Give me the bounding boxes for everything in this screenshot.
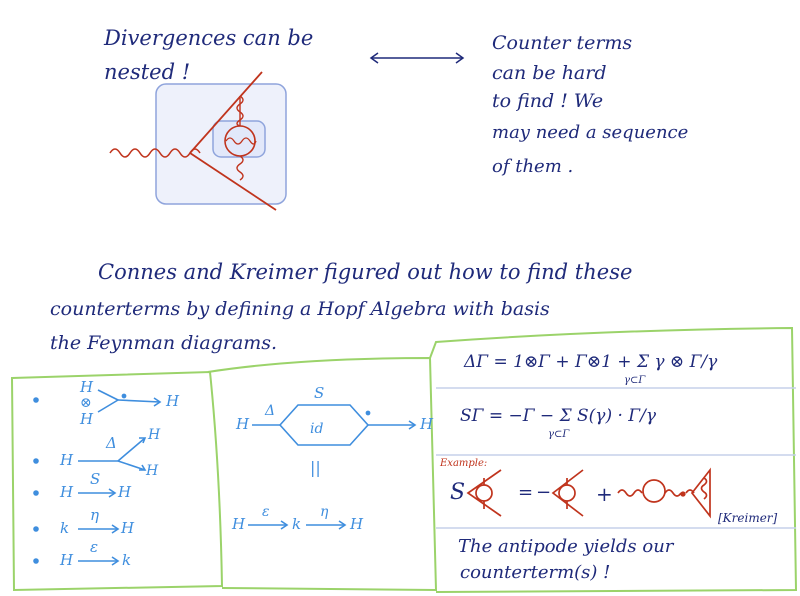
top-right-line-5: of them . [492,156,574,177]
internal-photon-bottom [236,155,244,181]
top-right-line-3: to find ! We [492,90,604,112]
example-minus: − [536,482,552,503]
comult-in-label: H [60,451,74,469]
middle-line-3: the Feynman diagrams. [50,332,278,354]
hex-s-label: S [314,384,325,402]
double-arrow-left-head [369,52,379,64]
top-right-line-1: Counter terms [492,32,633,54]
conclusion-line-1: The antipode yields our [458,536,674,557]
panel-borders [10,326,798,593]
mult-bottom-label: H [80,410,94,428]
top-left-line-1: Divergences can be [104,26,314,50]
example-bubble [642,479,666,503]
hex-dot [365,410,371,416]
middle-line-2: counterterms by defining a Hopf Algebra … [50,298,550,320]
comult-out1-label: H [148,427,161,443]
bullet-1 [33,397,39,403]
antipode-formula: SΓ = −Γ − Σ S(γ) · Γ/γ [460,406,656,426]
example-dot [680,491,686,497]
example-vertex-1 [466,469,502,517]
counit-out-label: H [121,519,135,537]
panel1-diagrams [33,389,162,566]
unit-eps-label: ε [90,538,99,556]
hexagon [278,404,370,446]
antipode-arrowhead [108,488,117,498]
coproduct-formula: ΔΓ = 1⊗Γ + Γ⊗1 + Σ γ ⊗ Γ/γ [464,352,718,372]
double-arrow-right-head [455,52,465,64]
nested-divergence-diagram [109,71,287,211]
bullet-4 [33,526,39,532]
middle-line-1: Connes and Kreimer figured out how to fi… [98,260,633,284]
mult-arrowhead [153,397,162,407]
hex-id-label: id [310,421,324,437]
example-vertex-2 [551,469,584,517]
antipode-out-label: H [118,483,132,501]
epsilon-arrowhead [280,520,289,530]
example-rung-3 [700,477,708,500]
example-photon-in [617,489,643,497]
bottom-mid-label: k [292,515,302,533]
mult-top-label: H [80,378,94,396]
equals-sign: || [310,458,321,477]
electron-line-upper [189,71,263,154]
bullet-2 [33,458,39,464]
bottom-out-label: H [350,515,364,533]
double-arrow [369,52,465,64]
bottom-in-label: H [232,515,246,533]
antipode-in-label: H [60,483,74,501]
comult-arrowhead-2 [139,464,147,471]
top-right-line-2: can be hard [492,62,607,84]
eta-arrowhead [338,520,347,530]
coproduct-sum-subscript: γ⊂Γ [624,375,646,386]
bottom-eps-label: ε [262,504,270,520]
comult-arrowhead-1 [139,437,147,444]
top-right-line-4: may need a sequence [492,122,689,143]
antipode-sum-subscript: γ⊂Γ [548,429,570,440]
example-plus: + [596,482,613,506]
example-loop-1 [475,484,493,502]
unit-in-label: H [60,551,74,569]
electron-line-lower [189,152,277,211]
hex-delta-label: Δ [265,403,276,419]
photon-line [109,148,201,158]
example-photon-mid [664,489,682,497]
bullet-3 [33,490,39,496]
example-s: S [450,480,466,505]
unit-out-label: k [122,551,132,569]
hex-out-label: H [420,415,434,433]
panel1-border [10,370,224,592]
mult-out-label: H [166,392,180,410]
mult-out [117,399,161,403]
bullet-5 [33,558,39,564]
comult-branches [117,437,146,471]
antipode-s-label: S [90,470,101,488]
mult-dot [121,393,127,399]
mult-wires [97,389,120,413]
internal-photon-top [236,95,244,127]
mult-tensor-label: ⊗ [80,395,92,411]
panel2-border [207,356,438,592]
counit-in-label: k [60,519,70,537]
bottom-eta-label: η [320,504,329,520]
kreimer-citation: [Kreimer] [718,511,778,525]
panel3-border [429,326,798,593]
top-left-line-2: nested ! [104,60,191,84]
hex-out-arrowhead [408,420,417,430]
panel3-example-diagrams [466,467,711,519]
loop-photon [225,137,257,145]
comult-out2-label: H [146,463,159,479]
panel2-diagram [248,404,417,530]
comult-delta-label: Δ [106,434,117,452]
example-vertex-3 [690,467,711,519]
example-eq: = [518,482,534,503]
example-label: Example: [440,458,488,469]
counit-arrowhead [111,556,120,566]
counit-eta-label: η [90,506,99,524]
example-loop-2 [558,484,576,502]
unit-arrowhead [111,524,120,534]
hex-in-label: H [236,415,250,433]
conclusion-line-2: counterterm(s) ! [460,562,611,583]
